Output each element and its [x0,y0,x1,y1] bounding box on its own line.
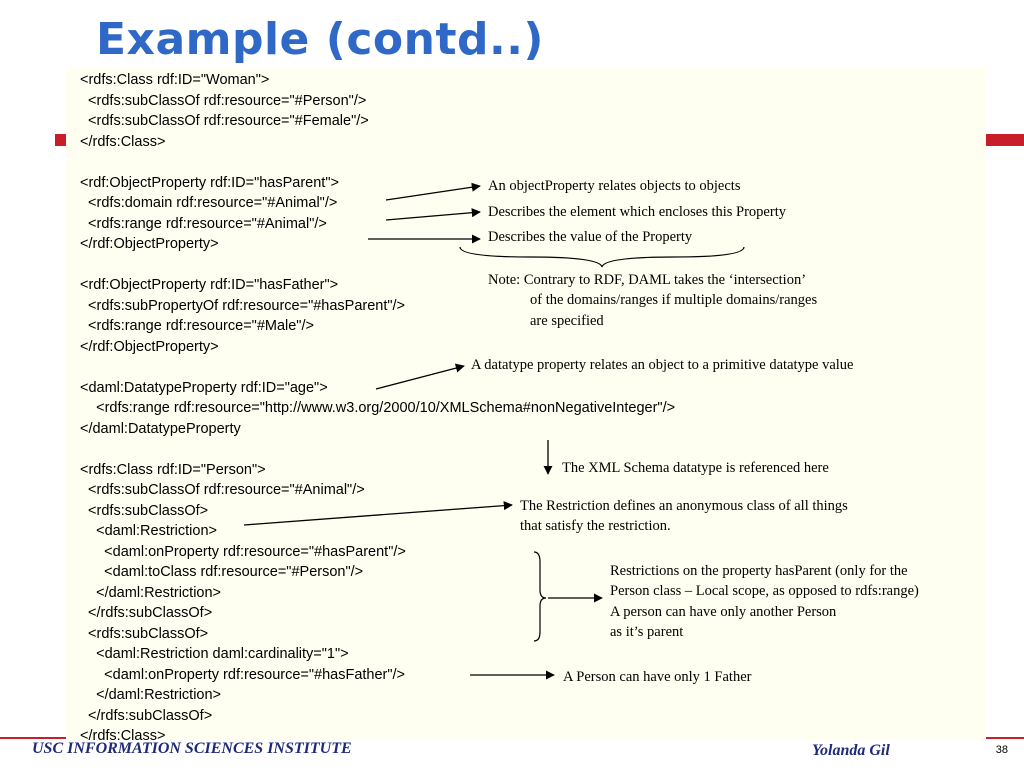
code-line: <rdfs:range rdf:resource="#Male"/> [80,318,314,334]
code-line: </daml:Restriction> [80,687,222,703]
note-intersection-1: Note: Contrary to RDF, DAML takes the ‘i… [488,272,807,288]
note-one-father: A Person can have only 1 Father [563,669,752,685]
note-intersection-3: are specified [530,313,604,329]
note-intersection-2: of the domains/ranges if multiple domain… [530,292,818,308]
code-line: <rdfs:subClassOf> [80,502,209,519]
slide-title: Example (contd..) [96,14,545,65]
content-panel [66,68,986,740]
note-domain: Describes the element which encloses thi… [488,204,786,220]
code-line: <rdfs:Class rdf:ID="Person"> [80,461,266,478]
code-line: <daml:DatatypeProperty rdf:ID="age"> [80,379,328,396]
range-brace [459,246,745,268]
code-line: </rdf:ObjectProperty> [80,236,219,252]
note-restrictions-3: A person can have only another Person [610,604,837,620]
code-line: </rdf:ObjectProperty> [80,338,219,355]
code-line: </rdfs:subClassOf> [80,707,213,724]
footer-institute: USC INFORMATION SCIENCES INSTITUTE [32,740,352,757]
code-line: <daml:onProperty rdf:resource="#hasParen… [80,543,406,560]
code-line: <rdfs:subClassOf> [80,625,209,642]
arrow-datatype-property [375,363,465,390]
arrow-restriction [243,501,513,526]
note-restriction-2: that satisfy the restriction. [520,518,671,534]
code-line: <rdf:ObjectProperty rdf:ID="hasParent"> [80,174,339,191]
arrow-object-property [385,182,481,201]
code-line: <daml:toClass rdf:resource="#Person"/> [80,564,364,580]
code-line: </rdfs:Class> [80,728,166,744]
code-line: <daml:Restriction> [80,523,217,539]
code-line: <rdfs:subClassOf rdf:resource="#Person"/… [80,92,367,109]
top-right-red-bar [986,134,1024,146]
code-line: <rdfs:domain rdf:resource="#Animal"/> [80,195,338,211]
code-line: <rdfs:subPropertyOf rdf:resource="#hasPa… [80,297,406,314]
code-line: </rdfs:subClassOf> [80,605,213,621]
note-restrictions-4: as it’s parent [610,624,684,640]
note-restrictions-1: Restrictions on the property hasParent (… [610,563,908,579]
code-line: <rdfs:range rdf:resource="#Animal"/> [80,215,327,232]
code-line: <daml:onProperty rdf:resource="#hasFathe… [80,666,406,683]
note-object-property: An objectProperty relates objects to obj… [488,178,741,194]
code-line: </daml:DatatypeProperty [80,420,241,437]
code-line: </rdfs:Class> [80,133,166,150]
code-line: <rdfs:subClassOf rdf:resource="#Female"/… [80,113,369,129]
restrictions-brace [533,551,547,642]
code-line: <rdfs:Class rdf:ID="Woman"> [80,72,270,88]
code-line: <rdfs:subClassOf rdf:resource="#Animal"/… [80,482,365,498]
footer-author: Yolanda Gil [812,742,890,759]
code-line: <rdf:ObjectProperty rdf:ID="hasFather"> [80,277,339,293]
code-line: <rdfs:range rdf:resource="http://www.w3.… [80,400,676,416]
code-line: <daml:Restriction daml:cardinality="1"> [80,646,349,662]
note-datatype-property: A datatype property relates an object to… [471,357,854,373]
arrow-domain [385,208,481,221]
note-range: Describes the value of the Property [488,229,693,245]
note-xml-schema: The XML Schema datatype is referenced he… [562,460,829,476]
code-line: </daml:Restriction> [80,584,222,601]
page-number: 38 [995,744,1008,756]
note-restrictions-2: Person class – Local scope, as opposed t… [610,583,919,599]
note-restriction-1: The Restriction defines an anonymous cla… [520,498,848,514]
